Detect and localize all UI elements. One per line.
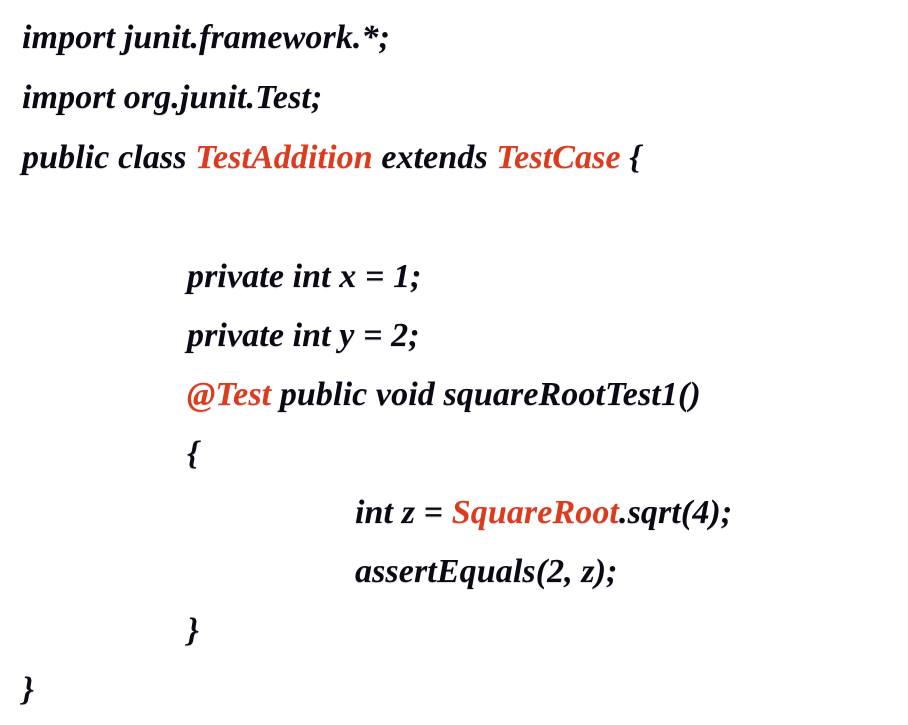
code-line: private int y = 2; xyxy=(0,306,908,366)
code-token-accent: @Test xyxy=(187,376,272,413)
code-token: import junit.framework.*; xyxy=(22,19,391,56)
code-token-accent: TestAddition xyxy=(195,139,373,176)
code-line: } xyxy=(0,660,908,720)
code-line: public class TestAddition extends TestCa… xyxy=(0,128,908,188)
code-token: extends xyxy=(372,139,497,176)
code-token: int z = xyxy=(355,494,452,531)
code-token: .sqrt(4); xyxy=(618,494,733,531)
code-line: import junit.framework.*; xyxy=(0,8,908,68)
code-token: import org.junit.Test; xyxy=(22,79,323,116)
code-line: import org.junit.Test; xyxy=(0,68,908,128)
code-token: public void squareRootTest1() xyxy=(271,376,701,413)
code-line: { xyxy=(0,424,908,484)
code-token-accent: TestCase xyxy=(496,139,621,176)
code-token: private int x = 1; xyxy=(187,258,422,295)
code-line: int z = SquareRoot.sqrt(4); xyxy=(0,483,908,543)
code-token: } xyxy=(22,671,34,708)
code-token: private int y = 2; xyxy=(187,317,420,354)
code-token: public class xyxy=(22,139,196,176)
code-token: { xyxy=(620,139,642,176)
code-token: assertEquals(2, z); xyxy=(355,553,618,590)
code-line: private int x = 1; xyxy=(0,247,908,307)
code-line xyxy=(0,188,908,248)
code-line: assertEquals(2, z); xyxy=(0,542,908,602)
code-token: } xyxy=(187,612,199,649)
code-line: } xyxy=(0,601,908,661)
code-line: @Test public void squareRootTest1() xyxy=(0,365,908,425)
code-token-accent: SquareRoot xyxy=(451,494,619,531)
code-token: { xyxy=(187,435,199,472)
